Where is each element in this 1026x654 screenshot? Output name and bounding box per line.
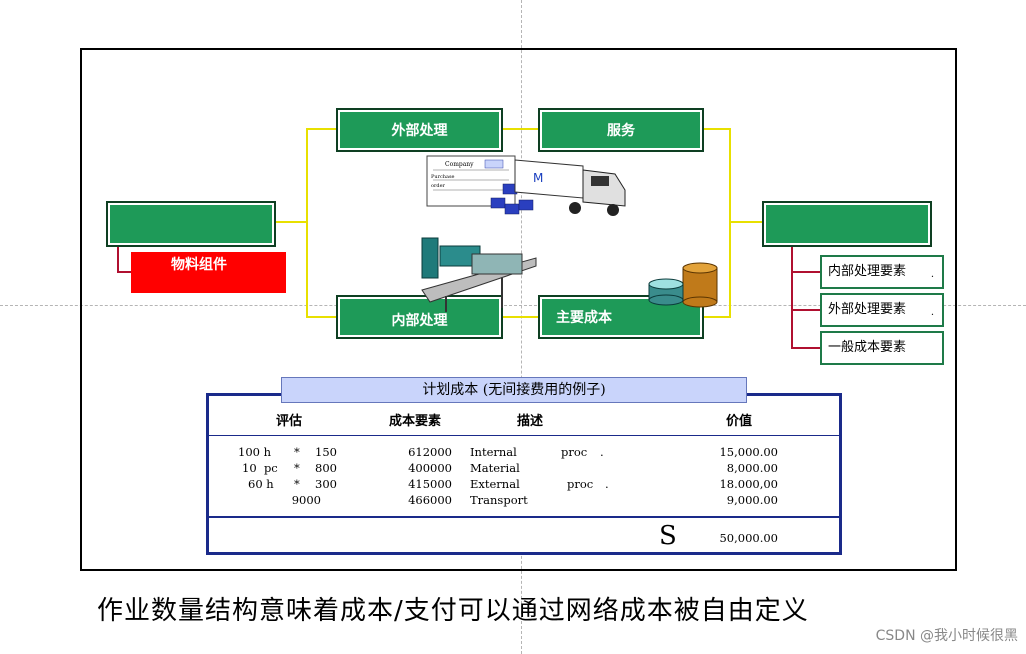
row4-value: 9,000.00 (726, 493, 778, 507)
purchase-order-truck-illustration: Company Purchase order M (426, 155, 626, 216)
row2-qty: 10 pc (242, 461, 278, 475)
truck-trailer (514, 159, 584, 199)
yellow-connector-left-top (276, 128, 338, 223)
truck-wheel (607, 204, 619, 216)
truck-cab (582, 169, 626, 207)
header-cost-element: 成本要素 (389, 414, 442, 429)
cargo-box (504, 203, 520, 215)
row3-desc2: proc (567, 477, 594, 491)
table-total-divider (209, 516, 839, 518)
row2-cost-element: 400000 (408, 461, 452, 475)
row2-rate: 800 (315, 461, 337, 475)
cargo-box (490, 197, 506, 209)
row1-desc2: proc (561, 445, 588, 459)
cost-element-general: 一般成本要素 (820, 331, 944, 365)
row2-op: * (294, 461, 300, 475)
doc-company-text: Company (445, 161, 474, 168)
row3-op: * (294, 477, 300, 491)
row1-dot: . (600, 445, 604, 459)
cost-element-internal: 内部处理要素 . (820, 255, 944, 289)
gold-coin-stack (682, 267, 718, 303)
row1-qty: 100 h (238, 445, 272, 459)
cost-element-external-label: 外部处理要素 (828, 302, 907, 317)
header-valuation: 评估 (276, 414, 303, 429)
row1-cost-element: 612000 (408, 445, 452, 459)
primary-cost-label: 主要成本 (556, 310, 612, 326)
truck-windshield (591, 176, 609, 186)
header-value: 价值 (726, 414, 753, 429)
slide-frame (80, 48, 957, 571)
horizontal-guide-line (0, 305, 1026, 306)
total-value: 50,000.00 (719, 531, 778, 545)
right-root-box (762, 201, 932, 247)
planned-cost-table (206, 393, 842, 555)
row1-op: * (294, 445, 300, 459)
row4-cost-element: 466000 (408, 493, 452, 507)
material-component-box: 物料组件 (131, 252, 286, 293)
left-root-box (106, 201, 276, 247)
row3-rate: 300 (315, 477, 337, 491)
watermark: CSDN @我小时候很黑 (875, 628, 1018, 644)
external-processing-label: 外部处理 (391, 123, 448, 139)
machine-table (471, 253, 523, 275)
row4-rate: 9000 (291, 493, 321, 507)
row3-value: 18.000,00 (719, 477, 778, 491)
sum-symbol: S (659, 521, 677, 551)
slide-caption: 作业数量结构意味着成本/支付可以通过网络成本被自由定义 (97, 596, 809, 626)
doc-logo (484, 159, 504, 169)
doc-order-text: order (431, 183, 446, 189)
table-header-divider (209, 435, 839, 436)
cost-element-internal-label: 内部处理要素 (828, 264, 907, 279)
external-processing-box: 外部处理 (336, 108, 503, 152)
service-box: 服务 (538, 108, 704, 152)
truck-logo-text: M (533, 171, 543, 185)
cost-element-general-label: 一般成本要素 (828, 340, 907, 355)
row3-qty: 60 h (248, 477, 274, 491)
machine-tool-illustration (421, 237, 537, 312)
vertical-guide-line (521, 0, 522, 654)
machine-cabinet (421, 237, 439, 279)
purchase-order-document (426, 155, 516, 207)
row2-value: 8,000.00 (726, 461, 778, 475)
coin-stacks-illustration (648, 262, 718, 308)
planned-cost-table-title: 计划成本 (无间接费用的例子) (281, 377, 747, 403)
row3-dot: . (605, 477, 609, 491)
service-label: 服务 (607, 123, 635, 139)
material-component-label: 物料组件 (171, 257, 227, 273)
row3-cost-element: 415000 (408, 477, 452, 491)
row3-desc: External (470, 477, 520, 491)
row2-desc: Material (470, 461, 520, 475)
row1-value: 15,000.00 (719, 445, 778, 459)
yellow-connector-left-bottom (306, 222, 338, 318)
cargo-box (518, 199, 534, 211)
cost-element-external-dot: . (930, 307, 934, 318)
cost-element-external: 外部处理要素 . (820, 293, 944, 327)
internal-processing-box: 内部处理 (336, 295, 503, 339)
internal-processing-label: 内部处理 (391, 313, 448, 329)
cost-element-internal-dot: . (930, 269, 934, 280)
row4-desc: Transport (470, 493, 528, 507)
truck-wheel (569, 202, 581, 214)
row1-desc: Internal (470, 445, 517, 459)
doc-purchase-text: Purchase (431, 174, 455, 180)
row1-rate: 150 (315, 445, 337, 459)
crimson-connector-material (117, 246, 132, 273)
crimson-connector-elements (791, 246, 822, 349)
header-description: 描述 (517, 414, 544, 429)
